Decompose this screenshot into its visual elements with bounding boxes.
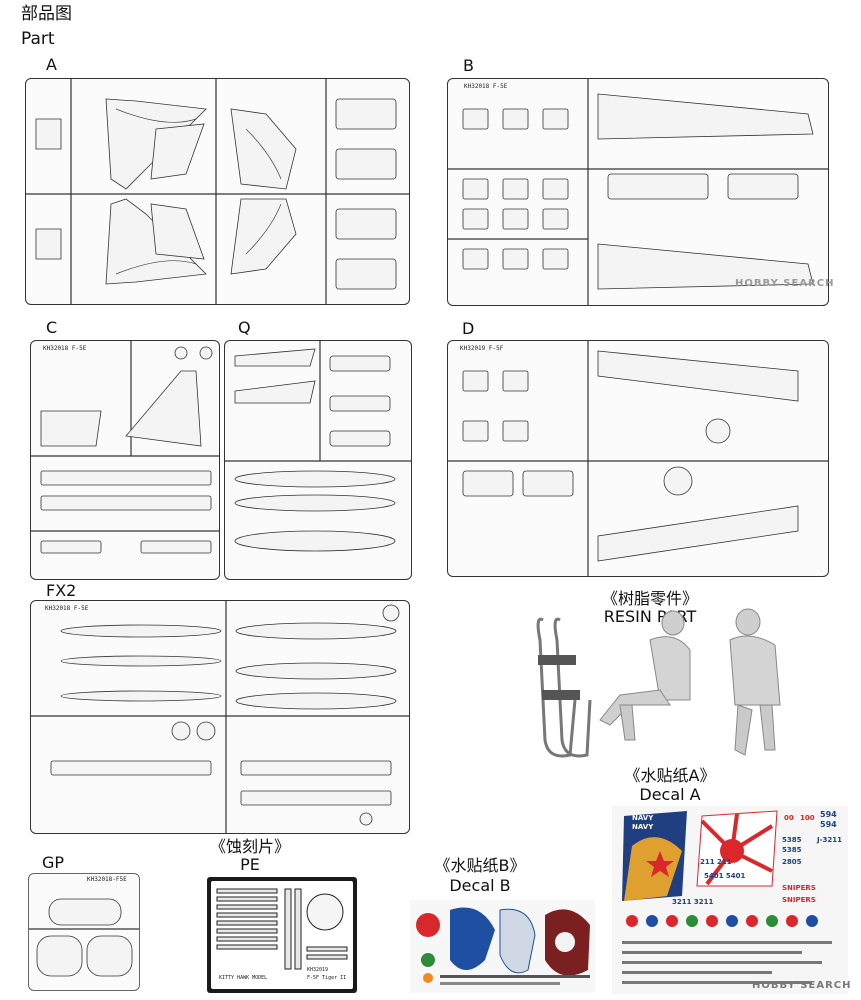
sprue-c-label: C <box>46 318 58 337</box>
decal-a-navy-2: NAVY <box>632 823 654 831</box>
decal-a-art <box>622 810 832 984</box>
sprue-a <box>25 78 410 305</box>
pe-title-en: PE <box>240 855 260 874</box>
sprue-d-parts <box>448 341 828 576</box>
decal-a-3211: 3211 3211 <box>672 898 714 906</box>
sprue-b: KH32018 F-5E <box>447 78 829 306</box>
decal-a-00: 00 <box>784 814 794 822</box>
sprue-gp-code: KH32018-F5E <box>87 876 127 883</box>
decal-a-594-1: 594 <box>820 810 837 819</box>
resin-title-cn: 《树脂零件》 <box>601 589 698 608</box>
decal-a-5401: 5401 5401 <box>704 872 746 880</box>
sprue-d-code: KH32019 F-5F <box>460 345 504 352</box>
decal-a-5385-1: 5385 <box>782 836 802 844</box>
sprue-b-label: B <box>463 56 474 75</box>
pe-code: KH32019 <box>307 967 329 973</box>
sprue-gp: KH32018-F5E <box>28 873 140 991</box>
sprue-fx2: KH32018 F-5E <box>30 600 410 834</box>
decal-a-sheet: NAVY NAVY 00 100 594 594 5385 J-3211 538… <box>612 806 848 994</box>
resin-ladder <box>536 617 592 758</box>
decal-a-5385-2: 5385 <box>782 846 802 854</box>
decal-b-art <box>416 907 590 985</box>
pe-maker: KITTY HAWK MODEL <box>219 975 268 981</box>
watermark-hobby-search-bottom: HOBBY SEARCH <box>752 980 852 991</box>
decal-a-roundels <box>626 915 818 927</box>
decal-a-title-cn: 《水贴纸A》 <box>624 766 716 785</box>
decal-b-title-cn: 《水贴纸B》 <box>434 856 526 875</box>
sprue-d: KH32019 F-5F <box>447 340 829 577</box>
decal-b-sheet <box>410 900 595 993</box>
sprue-q-parts <box>225 341 411 552</box>
decal-a-title-en: Decal A <box>639 785 701 804</box>
sprue-b-code: KH32018 F-5E <box>464 83 508 90</box>
sprue-c-code: KH32018 F-5E <box>43 345 87 352</box>
sprue-gp-parts <box>29 898 139 977</box>
sprue-q-label: Q <box>238 318 251 337</box>
sprue-b-parts <box>448 79 828 305</box>
page-title-cn: 部品图 <box>21 4 72 24</box>
pe-parts <box>216 888 348 970</box>
pe-title-cn: 《蚀刻片》 <box>209 837 290 856</box>
pe-fret: KITTY HAWK MODEL KH32019 F-5F Tiger II <box>207 877 357 993</box>
sprue-fx2-code: KH32018 F-5E <box>45 605 89 612</box>
resin-title-en: RESIN PART <box>603 607 697 626</box>
resin-seated-pilot <box>599 610 691 741</box>
sprue-q <box>224 340 412 580</box>
sprue-d-label: D <box>462 319 475 338</box>
sprue-a-label: A <box>46 55 57 74</box>
sprue-a-parts <box>26 79 409 304</box>
watermark-hobby-search-top: HOBBY SEARCH <box>735 278 835 289</box>
pe-model: F-5F Tiger II <box>307 975 347 981</box>
decal-a-594-2: 594 <box>820 820 837 829</box>
sprue-fx2-parts <box>31 601 409 833</box>
decal-a-j3211: J-3211 <box>817 836 842 844</box>
sprue-c: KH32018 F-5E <box>30 340 220 580</box>
decal-b-title-en: Decal B <box>449 876 511 895</box>
decal-a-snipers-2: SNIPERS <box>782 896 816 904</box>
resin-standing-pilot <box>729 608 781 756</box>
sprue-c-parts <box>31 341 219 554</box>
page-title-en: Part <box>21 29 55 49</box>
sprue-gp-label: GP <box>42 853 65 872</box>
decal-a-2805: 2805 <box>782 858 802 866</box>
decal-a-snipers-1: SNIPERS <box>782 884 816 892</box>
decal-a-navy-1: NAVY <box>632 814 654 822</box>
decal-a-100: 100 <box>800 814 815 822</box>
sprue-fx2-label: FX2 <box>46 581 77 600</box>
decal-a-211: 211 211 <box>700 858 732 866</box>
